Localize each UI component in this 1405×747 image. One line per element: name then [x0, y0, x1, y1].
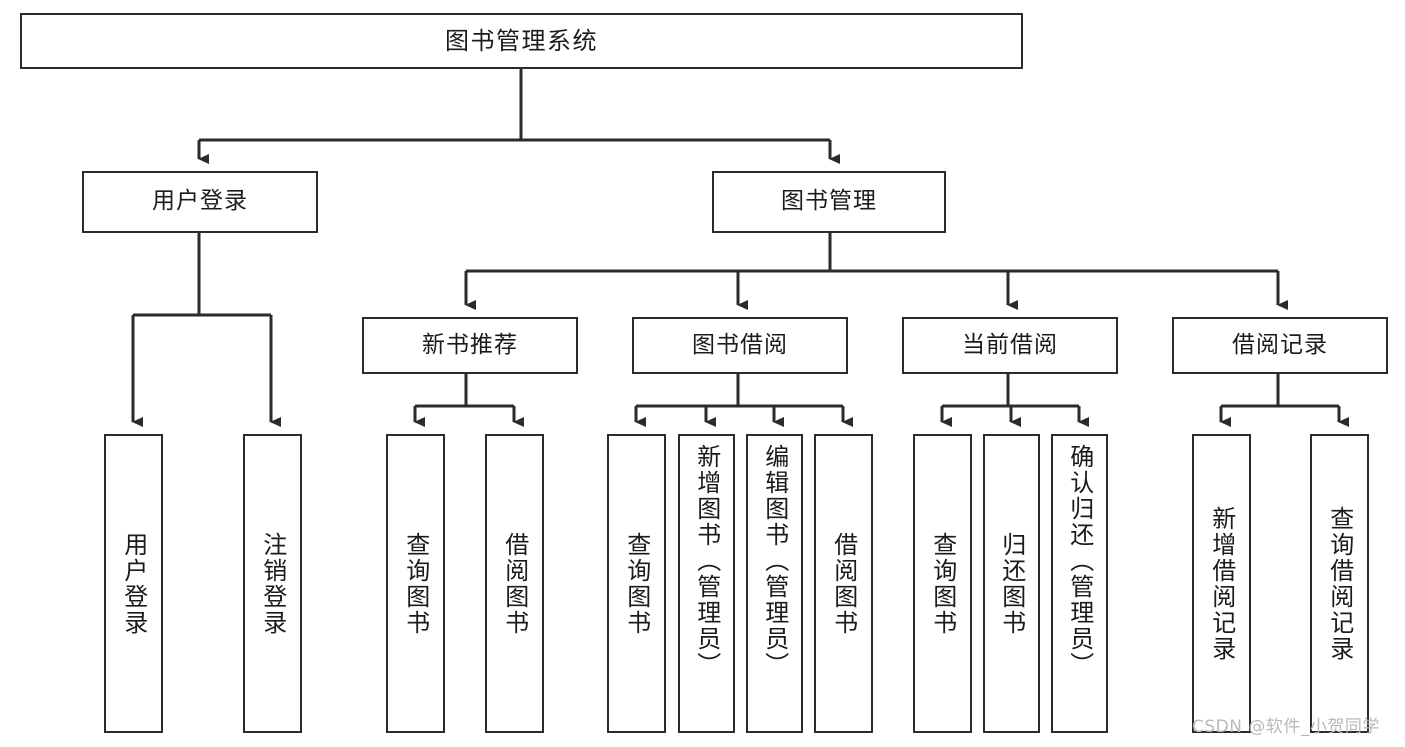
node-leaf-borrow-book-recommend-label: 借阅图书 — [500, 531, 529, 636]
node-leaf-query-book-borrow[interactable]: 查询图书 — [607, 434, 666, 733]
node-user-login[interactable]: 用户登录 — [82, 171, 318, 233]
node-leaf-query-book-recommend-label: 查询图书 — [401, 531, 430, 636]
node-borrow-record[interactable]: 借阅记录 — [1172, 317, 1388, 374]
node-current-borrow-label: 当前借阅 — [962, 331, 1058, 358]
node-user-login-label: 用户登录 — [152, 188, 248, 215]
node-leaf-query-borrow-record-label: 查询借阅记录 — [1325, 505, 1354, 662]
node-leaf-confirm-return[interactable]: 确认归还（管理员） — [1051, 434, 1108, 733]
node-leaf-query-borrow-record[interactable]: 查询借阅记录 — [1310, 434, 1369, 733]
node-leaf-logout[interactable]: 注销登录 — [243, 434, 302, 733]
node-leaf-query-book-current[interactable]: 查询图书 — [913, 434, 972, 733]
node-leaf-query-book-recommend[interactable]: 查询图书 — [386, 434, 445, 733]
node-new-book-recommend-label: 新书推荐 — [422, 331, 518, 358]
node-leaf-query-book-current-label: 查询图书 — [928, 531, 957, 636]
node-root[interactable]: 图书管理系统 — [20, 13, 1023, 69]
node-leaf-add-borrow-record[interactable]: 新增借阅记录 — [1192, 434, 1251, 733]
node-leaf-borrow-book[interactable]: 借阅图书 — [814, 434, 873, 733]
node-book-manage[interactable]: 图书管理 — [712, 171, 946, 233]
node-leaf-confirm-return-label: 确认归还（管理员） — [1065, 444, 1094, 678]
node-leaf-return-book[interactable]: 归还图书 — [983, 434, 1040, 733]
node-book-borrow-label: 图书借阅 — [692, 331, 788, 358]
node-leaf-user-login[interactable]: 用户登录 — [104, 434, 163, 733]
node-borrow-record-label: 借阅记录 — [1232, 331, 1328, 358]
node-leaf-add-book-label: 新增图书（管理员） — [692, 444, 721, 678]
node-book-borrow[interactable]: 图书借阅 — [632, 317, 848, 374]
node-leaf-borrow-book-recommend[interactable]: 借阅图书 — [485, 434, 544, 733]
node-leaf-edit-book-label: 编辑图书（管理员） — [760, 444, 789, 678]
node-leaf-edit-book[interactable]: 编辑图书（管理员） — [746, 434, 803, 733]
node-leaf-add-borrow-record-label: 新增借阅记录 — [1207, 505, 1236, 662]
node-book-manage-label: 图书管理 — [781, 188, 877, 215]
watermark: CSDN @软件_小贺同学 — [1192, 717, 1380, 737]
node-leaf-query-book-borrow-label: 查询图书 — [622, 531, 651, 636]
node-current-borrow[interactable]: 当前借阅 — [902, 317, 1118, 374]
node-leaf-borrow-book-label: 借阅图书 — [829, 531, 858, 636]
node-leaf-user-login-label: 用户登录 — [119, 531, 148, 636]
node-leaf-logout-label: 注销登录 — [258, 531, 287, 636]
node-new-book-recommend[interactable]: 新书推荐 — [362, 317, 578, 374]
node-root-label: 图书管理系统 — [445, 26, 598, 55]
node-leaf-return-book-label: 归还图书 — [997, 531, 1026, 636]
node-leaf-add-book[interactable]: 新增图书（管理员） — [678, 434, 735, 733]
